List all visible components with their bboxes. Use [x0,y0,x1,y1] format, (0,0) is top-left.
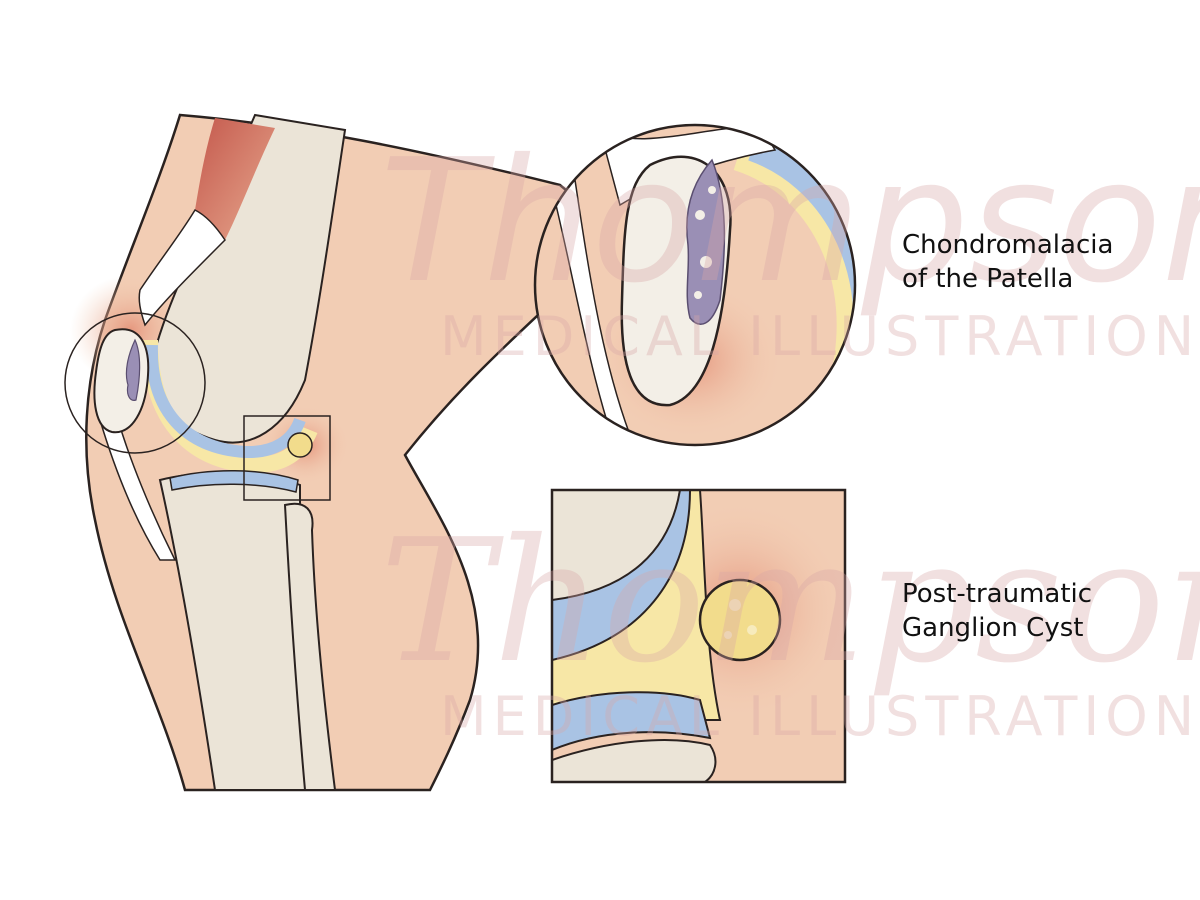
watermark-subtitle-bottom: MEDICAL ILLUSTRATION [440,685,1200,748]
ganglion-cyst-label: Post-traumatic Ganglion Cyst [902,577,1092,645]
ganglion-cyst-large [698,578,782,662]
femoral-cartilage [145,344,306,459]
damaged-patellar-cartilage [125,338,141,401]
watermark: Thompson MEDICAL ILLUSTRATION Thompson M… [380,123,1200,748]
patella-callout-circle [64,312,206,454]
tibial-cartilage [169,470,299,493]
chondromalacia-label: Chondromalacia of the Patella [902,228,1113,296]
cyst-zoom-inset [550,488,847,784]
fibula [283,502,337,791]
ganglion-cyst-label-line1: Post-traumatic [902,579,1093,609]
watermark-name-top: Thompson [380,123,1200,321]
chondromalacia-label-line1: Chondromalacia [902,230,1114,260]
cyst-callout-box [243,415,331,501]
chondromalacia-label-line2: of the Patella [902,264,1074,294]
quadriceps-tendon [138,209,226,327]
quadriceps-muscle [195,118,275,240]
ganglion-cyst-small [287,432,313,458]
knee-main-illustration [64,113,622,792]
watermark-subtitle-top: MEDICAL ILLUSTRATION [440,305,1200,368]
ganglion-cyst-label-line2: Ganglion Cyst [902,613,1084,643]
watermark-name-bottom: Thompson [380,503,1200,701]
